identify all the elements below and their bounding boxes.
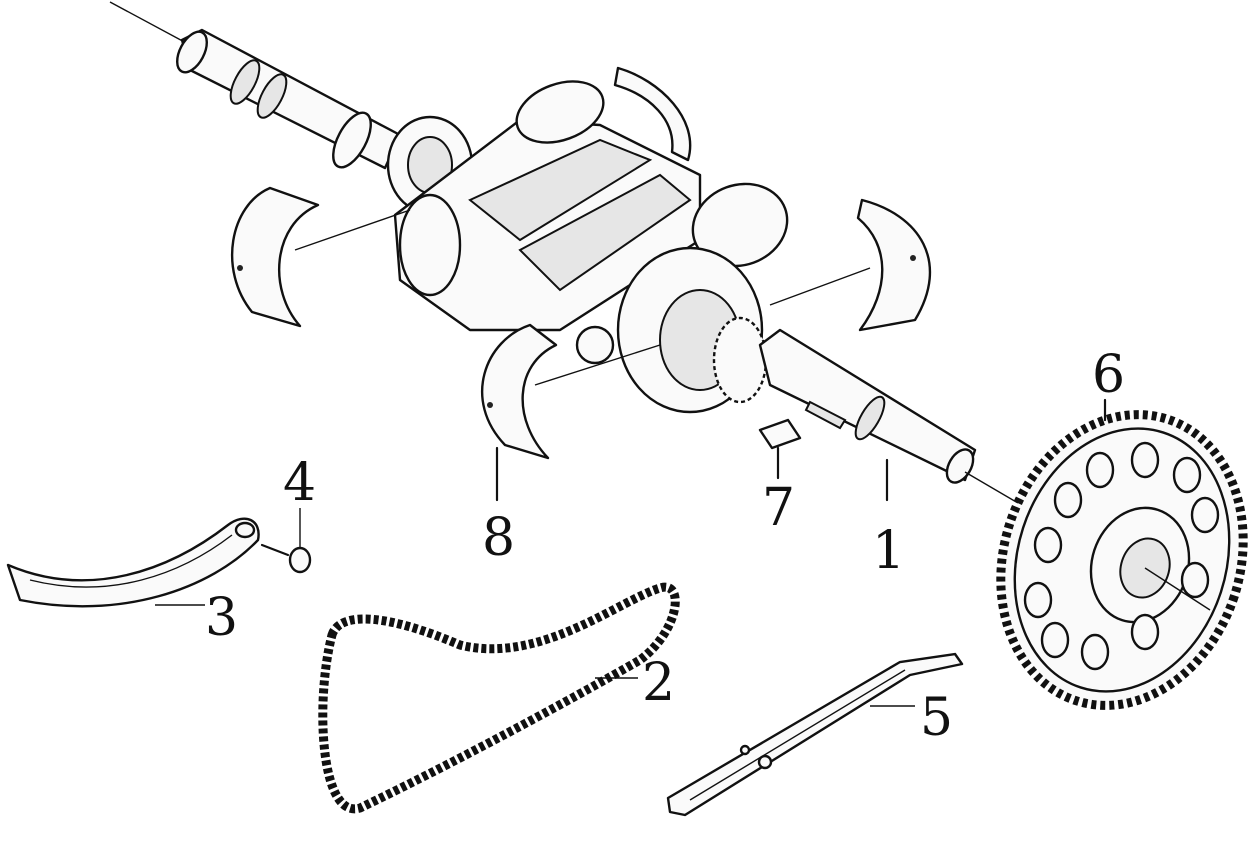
timing-chain [318,582,680,814]
callout-7: 7 [762,478,795,538]
crankshaft-oil-plug [575,325,615,365]
callout-5: 5 [920,688,953,748]
bearing-shell-right [856,198,932,332]
crankshaft-keyway [804,400,847,430]
crankshaft-rear-journal [332,111,372,169]
crankshaft-throw-face-lower [518,173,692,292]
bearing-shell-front-hole [487,402,493,408]
gear-lightening-holes [1023,441,1220,671]
bearing-shell-left-leader [294,209,411,251]
tensioner-guide-pivot-hole [234,521,256,539]
callout-2: 2 [642,653,675,713]
gear-axis-line [1144,567,1211,611]
crankshaft-counterweight-top [515,80,605,144]
bearing-shell-top [613,66,692,162]
crankshaft [109,1,1031,511]
crankshaft-main-journal-1 [398,193,462,297]
chain-guide-rail [666,652,964,817]
crankshaft-rear-end [176,30,208,74]
woodruff-key [758,418,802,450]
tensioner-guide-body [6,517,260,608]
crankshaft-throw-face-upper [468,138,653,242]
bearing-shell-right-leader [769,267,871,306]
callout-8: 8 [482,508,515,568]
chain-tensioner-guide [6,517,260,608]
guide-rail-mount-b [739,744,751,756]
crankshaft-front-end [945,448,975,484]
pivot-bolt [260,508,312,574]
timing-chain-loop [318,582,680,814]
pivot-bolt-shank [260,543,290,557]
guide-rail-body [666,652,964,817]
bearing-shells [230,66,932,460]
flywheel-gear [996,410,1248,710]
pivot-bolt-head [288,546,312,574]
guide-rail-edge [689,669,906,801]
crankshaft-rear-collar-a [229,59,261,105]
callout-6: 6 [1092,345,1125,405]
callout-4: 4 [283,453,316,513]
bearing-shell-left-hole [237,265,243,271]
crankshaft-timing-sprocket [712,316,768,404]
callout-1: 1 [872,521,905,581]
crankshaft-rear-collar-b [256,73,288,119]
crankshaft-rear-shaft [180,28,402,170]
bearing-shell-front [480,323,558,460]
crankshaft-counterweight-right [691,182,789,268]
crankshaft-front-collar [854,395,886,441]
tensioner-guide-slot [29,534,233,588]
bearing-shell-left [230,186,320,328]
bearing-shell-front-leader [534,344,661,386]
bearing-shell-right-hole [910,255,916,261]
guide-rail-mount-a [757,754,773,770]
crankshaft-axis-line-rear [109,1,191,46]
callout-3: 3 [205,588,238,648]
